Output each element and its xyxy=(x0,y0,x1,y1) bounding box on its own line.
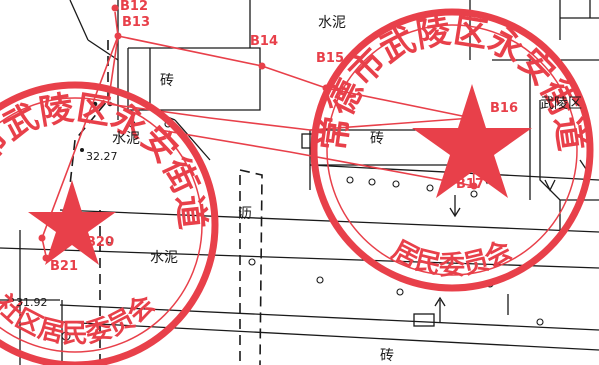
seal-right-star-icon xyxy=(412,84,532,198)
point-label-b21: B21 xyxy=(50,259,78,274)
point-label-b14: B14 xyxy=(250,34,278,49)
label-brick-bottom: 砖 xyxy=(380,348,394,364)
point-label-b13: B13 xyxy=(122,15,150,30)
label-cement-mid: 水泥 xyxy=(150,250,178,266)
label-brick-a: 砖 xyxy=(160,73,174,89)
label-wuling-partial: 武陵区 xyxy=(540,96,582,112)
seal-right-bottom-text: 居民委员会 xyxy=(387,235,517,280)
label-cement-top: 水泥 xyxy=(318,15,346,31)
label-brick-b: 砖 xyxy=(370,131,384,147)
point-label-b20: B20 xyxy=(86,235,114,250)
point-label-b17: B17 xyxy=(456,177,484,192)
seal-left-star-icon xyxy=(28,180,116,265)
survey-points xyxy=(61,120,544,341)
point-label-b16: B16 xyxy=(490,101,518,116)
seal-right: 常德市武陵区永安街道 居民委员会 xyxy=(310,8,594,292)
point-label-b12: B12 xyxy=(120,0,148,14)
elevation-label-1: 32.27 xyxy=(86,150,118,163)
dashed-boundaries xyxy=(69,40,263,365)
label-cement-left: 水泥 xyxy=(112,131,140,147)
point-label-b15: B15 xyxy=(316,51,344,66)
elevation-label-2: 31.92 xyxy=(16,296,48,309)
seal-left: 常德市武陵区永安街道 社区居民委员会 xyxy=(0,81,219,365)
label-asphalt: 沥 xyxy=(238,206,252,222)
